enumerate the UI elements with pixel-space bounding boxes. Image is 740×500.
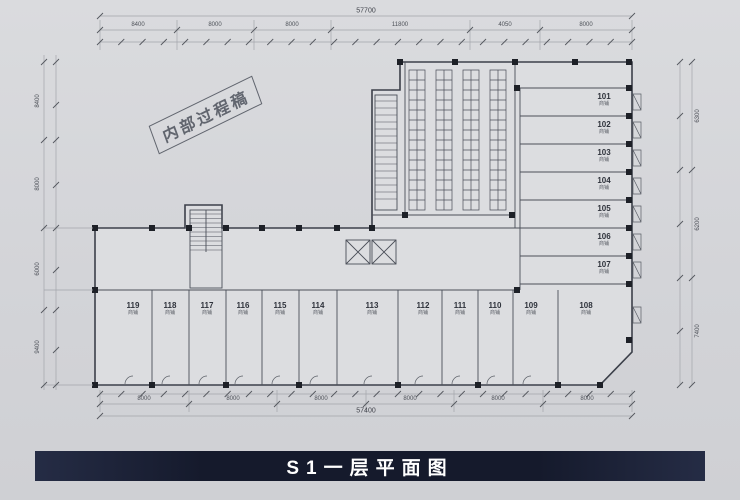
- market-stalls: [408, 69, 507, 211]
- dimension-lines: [43, 15, 693, 417]
- stair-treads: [190, 100, 397, 251]
- exterior-walls: [94, 61, 633, 386]
- door-swings: [124, 93, 642, 385]
- page-title: S1一层平面图: [286, 457, 454, 479]
- title-banner: S1一层平面图: [35, 451, 705, 481]
- dimension-ticks: [40, 12, 696, 420]
- structural-columns: [92, 59, 632, 388]
